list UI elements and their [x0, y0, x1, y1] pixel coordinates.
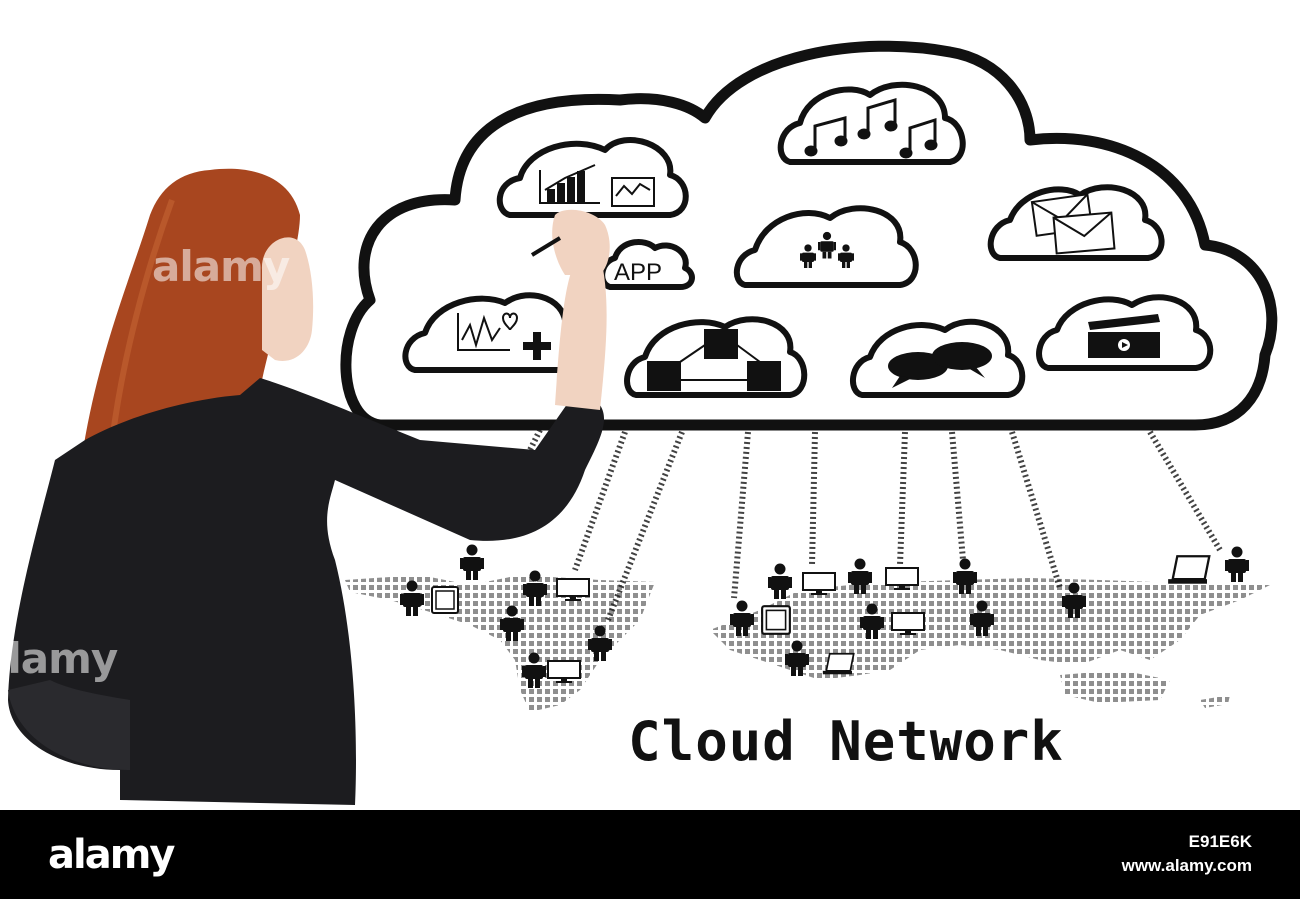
dotted-world-map — [345, 575, 1270, 712]
alamy-logo: alamy — [48, 832, 175, 878]
music-notes-icon — [804, 97, 938, 159]
email-icon — [1030, 193, 1116, 255]
binary-connector-lines — [517, 428, 1223, 622]
chat-bubbles-icon — [888, 342, 992, 388]
analytics-cloud — [496, 137, 689, 218]
music-cloud — [777, 81, 966, 165]
medical-plus-icon — [523, 332, 551, 360]
watermark-left-edge: alamy — [0, 634, 118, 683]
health-chart-icon — [457, 312, 519, 351]
hand — [552, 209, 610, 275]
server-network-icon — [647, 329, 781, 391]
image-id: E91E6K — [1188, 832, 1252, 851]
forearm — [555, 255, 607, 410]
site-url[interactable]: www.alamy.com — [1121, 856, 1252, 875]
report-icon — [611, 177, 655, 207]
suit-body — [8, 378, 605, 805]
face-profile — [261, 237, 314, 361]
app-cloud-label: APP — [614, 259, 662, 286]
arm-lower-left — [8, 680, 130, 770]
stock-footer: alamy E91E6K www.alamy.com — [0, 810, 1300, 899]
bar-chart-icon — [539, 164, 600, 204]
pen — [530, 236, 562, 257]
watermark-face: alamy — [152, 242, 290, 291]
video-clapper-icon — [1088, 314, 1160, 358]
illustration: APP — [8, 40, 1278, 805]
businesswoman — [8, 168, 610, 805]
cloud-network-headline: Cloud Network — [628, 710, 1064, 773]
